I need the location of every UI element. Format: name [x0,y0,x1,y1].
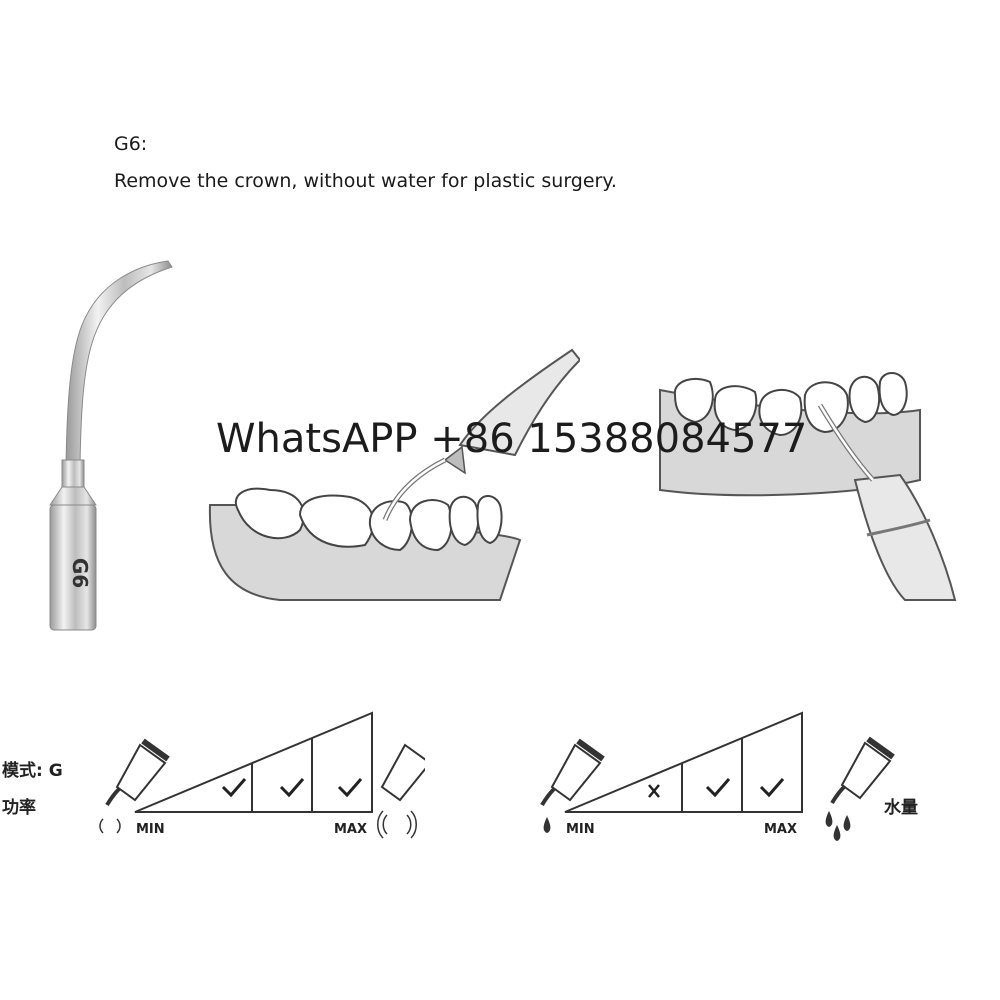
mode-label: 模式: G [2,761,63,781]
check-icon [221,778,247,798]
water-scale-diagram [540,711,895,841]
water-drops-icon [825,811,851,841]
check-icon [337,778,363,798]
power-min-label: MIN [136,822,165,837]
tip-label: G6 [68,558,92,588]
high-vibration-icon [377,810,417,839]
low-vibration-icon [99,818,121,834]
page-heading: G6: [114,133,148,155]
power-scale-diagram [99,711,425,839]
page-description: Remove the crown, without water for plas… [114,170,617,192]
power-max-label: MAX [334,822,368,837]
check-icon [279,778,305,798]
cross-icon [648,784,660,798]
scaler-tip-icon: G6 [49,260,173,631]
water-min-label: MIN [566,822,595,837]
power-label: 功率 [2,798,36,818]
check-icon [705,778,731,798]
scaler-handpiece-icon [540,738,605,807]
scaler-handpiece-icon [830,736,895,805]
scaler-handpiece-icon [380,743,425,802]
water-label: 水量 [884,798,918,818]
whatsapp-watermark: WhatsAPP +86 15388084577 [216,416,808,462]
water-drop-icon [543,817,551,833]
check-icon [759,778,785,798]
water-max-label: MAX [764,822,798,837]
upper-teeth-illustration [659,372,957,601]
scaler-handpiece-icon [105,738,170,807]
lower-teeth-illustration [208,348,580,601]
